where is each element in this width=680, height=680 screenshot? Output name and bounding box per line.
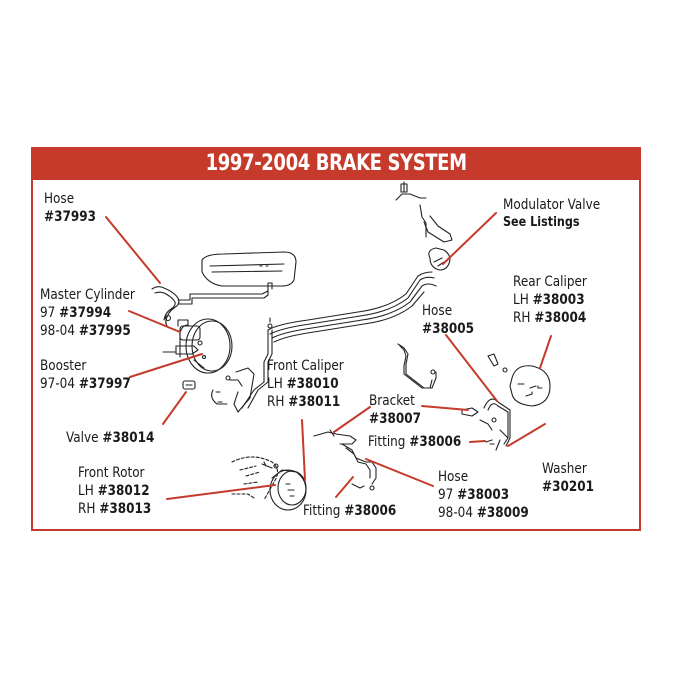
part-number: #37997 <box>78 376 131 392</box>
callout-name: Valve <box>66 430 99 446</box>
part-number: #37994 <box>59 305 112 321</box>
part-number: #38005 <box>422 321 474 337</box>
year-range: 97 <box>40 305 56 321</box>
part-number: #38003 <box>457 487 510 503</box>
callout-bracket: Bracket #38007 <box>369 392 421 428</box>
diagram-title: 1997-2004 BRAKE SYSTEM <box>205 151 467 176</box>
callout-name: Front Rotor <box>78 465 145 481</box>
side: LH <box>267 376 283 392</box>
side: RH <box>78 501 96 517</box>
side: LH <box>78 483 94 499</box>
callout-washer: Washer #30201 <box>542 460 594 496</box>
callout-booster: Booster 97-04 #37997 <box>40 357 131 393</box>
callout-front-rotor: Front Rotor LH #38012 RH #38013 <box>78 464 151 518</box>
callout-name: Washer <box>542 461 587 477</box>
callout-name: Hose <box>44 191 75 207</box>
callout-name: Front Caliper <box>267 358 344 374</box>
callout-hose-lower: Hose 97 #38003 98-04 #38009 <box>438 468 529 522</box>
callout-name: Booster <box>40 358 87 374</box>
part-number: #38003 <box>532 292 585 308</box>
callout-name: Modulator Valve <box>503 197 601 213</box>
part-number: #38012 <box>97 483 150 499</box>
callout-hose-37993: Hose #37993 <box>44 190 96 226</box>
side: RH <box>267 394 285 410</box>
callout-modulator-valve: Modulator Valve See Listings <box>503 196 600 232</box>
year-range: 98-04 <box>40 323 75 339</box>
callout-name: Fitting <box>303 503 341 519</box>
callout-hose-38005: Hose #38005 <box>422 302 474 338</box>
part-number: #38006 <box>409 434 462 450</box>
part-number: #38004 <box>534 310 587 326</box>
part-number: #38011 <box>288 394 341 410</box>
part-number: #30201 <box>542 479 594 495</box>
callout-name: Bracket <box>369 393 415 409</box>
part-number: #38009 <box>476 505 529 521</box>
year-range: 98-04 <box>438 505 473 521</box>
part-number: #38013 <box>99 501 152 517</box>
part-number: #38007 <box>369 411 421 427</box>
callout-name: Hose <box>438 469 469 485</box>
callout-name: Hose <box>422 303 453 319</box>
callout-note: See Listings <box>503 215 580 230</box>
part-number: #38010 <box>286 376 339 392</box>
callout-fitting-lower: Fitting #38006 <box>303 502 396 520</box>
callout-name: Rear Caliper <box>513 274 587 290</box>
callout-name: Fitting <box>368 434 406 450</box>
callout-name: Master Cylinder <box>40 287 135 303</box>
part-number: #38014 <box>102 430 155 446</box>
part-number: #37993 <box>44 209 96 225</box>
year-range: 97 <box>438 487 454 503</box>
part-number: #37995 <box>78 323 131 339</box>
callout-fitting-mid: Fitting #38006 <box>368 433 461 451</box>
callout-rear-caliper: Rear Caliper LH #38003 RH #38004 <box>513 273 587 327</box>
year-range: 97-04 <box>40 376 75 392</box>
side: LH <box>513 292 529 308</box>
callout-master-cylinder: Master Cylinder 97 #37994 98-04 #37995 <box>40 286 135 340</box>
callout-front-caliper: Front Caliper LH #38010 RH #38011 <box>267 357 344 411</box>
title-banner: 1997-2004 BRAKE SYSTEM <box>31 147 641 180</box>
callout-valve: Valve #38014 <box>66 429 154 447</box>
side: RH <box>513 310 531 326</box>
part-number: #38006 <box>344 503 397 519</box>
